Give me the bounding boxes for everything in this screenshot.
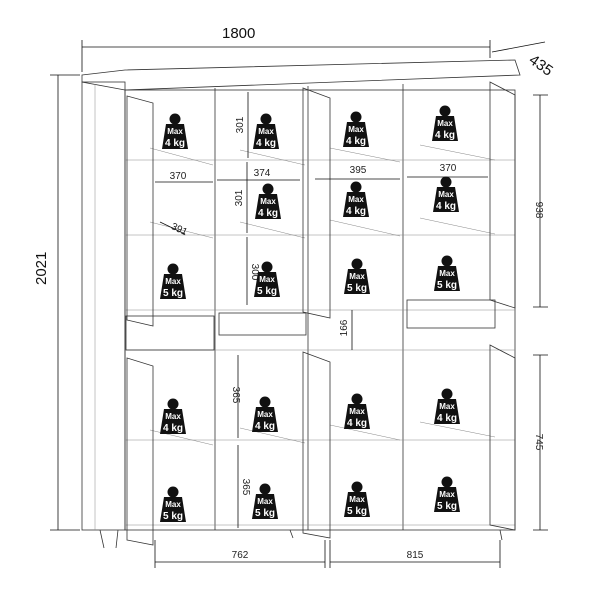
weight-limit-icon: Max 5 kg (344, 481, 370, 517)
dim-upper-height: 938 (533, 202, 544, 219)
weight-value-label: 4 kg (435, 130, 455, 141)
weight-limit-icon: Max 4 kg (343, 181, 369, 217)
weight-value-label: 5 kg (163, 511, 183, 522)
drawer (218, 312, 307, 336)
weight-value-label: 4 kg (436, 201, 456, 212)
weight-value-label: 5 kg (437, 501, 457, 512)
weight-value-label: 5 kg (347, 506, 367, 517)
weight-limit-icon: Max 5 kg (434, 476, 460, 512)
dim-shelf-gap-3: 300 (249, 264, 260, 281)
weight-limit-icon: Max 5 kg (160, 263, 186, 299)
weight-max-label: Max (259, 275, 275, 284)
dim-col3-width: 395 (350, 165, 367, 176)
dim-shelf-gap-2: 301 (234, 189, 245, 206)
weight-max-label: Max (439, 269, 455, 278)
weight-limit-icon: Max 4 kg (343, 111, 369, 147)
weight-limit-icon: Max 4 kg (253, 113, 279, 149)
weight-max-label: Max (348, 195, 364, 204)
weight-max-label: Max (258, 127, 274, 136)
weight-max-label: Max (260, 197, 276, 206)
cabinet-body (81, 59, 521, 549)
weight-limit-icon: Max 5 kg (160, 486, 186, 522)
dim-lower-height: 745 (533, 434, 544, 451)
weight-value-label: 4 kg (258, 208, 278, 219)
weight-value-label: 4 kg (165, 138, 185, 149)
weight-value-label: 4 kg (347, 418, 367, 429)
weight-max-label: Max (439, 402, 455, 411)
weight-value-label: 5 kg (437, 280, 457, 291)
weight-max-label: Max (165, 500, 181, 509)
weight-value-label: 5 kg (163, 288, 183, 299)
dimension-lines (50, 40, 548, 568)
weight-limit-icon: Max 5 kg (344, 258, 370, 294)
weight-value-label: 5 kg (347, 283, 367, 294)
weight-value-label: 5 kg (255, 508, 275, 519)
weight-max-label: Max (257, 410, 273, 419)
dim-lower-gap-1: 365 (230, 387, 241, 404)
weight-value-label: 5 kg (257, 286, 277, 297)
weight-limit-icon: Max 4 kg (434, 388, 460, 424)
dim-height: 2021 (33, 252, 50, 285)
drawer (406, 299, 496, 329)
weight-value-label: 4 kg (437, 413, 457, 424)
weight-limit-icon: Max 4 kg (432, 105, 458, 141)
doors (126, 81, 516, 546)
weight-limit-icon: Max 4 kg (162, 113, 188, 149)
dimension-labels: 1800 435 2021 938 745 762 815 370 374 39… (33, 25, 556, 561)
weight-limit-icon: Max 5 kg (254, 261, 280, 297)
weight-limit-icon: Max 4 kg (160, 398, 186, 434)
weight-max-label: Max (349, 272, 365, 281)
shelves (125, 144, 515, 526)
feet (99, 529, 503, 549)
weight-value-label: 4 kg (256, 138, 276, 149)
weight-max-label: Max (167, 127, 183, 136)
dim-width: 1800 (222, 25, 255, 42)
dim-col4-width: 370 (440, 163, 457, 174)
drawer (125, 315, 215, 351)
dim-col2-width: 374 (254, 168, 271, 179)
weight-value-label: 4 kg (163, 423, 183, 434)
weight-value-label: 4 kg (255, 421, 275, 432)
weight-limit-icon: Max 4 kg (344, 393, 370, 429)
weight-limit-icon: Max 4 kg (433, 176, 459, 212)
dim-lower-left-width: 762 (232, 550, 249, 561)
weight-limit-icon: Max 5 kg (252, 483, 278, 519)
weight-max-label: Max (349, 495, 365, 504)
weight-max-label: Max (348, 125, 364, 134)
dim-lower-right-width: 815 (407, 550, 424, 561)
dim-col1-width: 370 (170, 171, 187, 182)
weight-limit-icons: Max 4 kg Max 4 kg Max 4 kg Max 4 kg Max 4 kg Max 4 … (160, 105, 460, 522)
weight-value-label: 4 kg (346, 136, 366, 147)
weight-max-label: Max (439, 490, 455, 499)
dim-depth: 435 (526, 51, 556, 79)
weight-max-label: Max (349, 407, 365, 416)
weight-max-label: Max (437, 119, 453, 128)
dim-lower-gap-2: 365 (240, 479, 251, 496)
weight-limit-icon: Max 4 kg (255, 183, 281, 219)
weight-max-label: Max (165, 277, 181, 286)
dim-drawer-gap: 166 (339, 319, 350, 336)
dim-shelf-depth: 391 (169, 221, 189, 238)
weight-max-label: Max (165, 412, 181, 421)
weight-value-label: 4 kg (346, 206, 366, 217)
weight-limit-icon: Max 4 kg (252, 396, 278, 432)
weight-limit-icon: Max 5 kg (434, 255, 460, 291)
weight-max-label: Max (257, 497, 273, 506)
weight-max-label: Max (438, 190, 454, 199)
dim-shelf-gap-1: 301 (235, 116, 246, 133)
